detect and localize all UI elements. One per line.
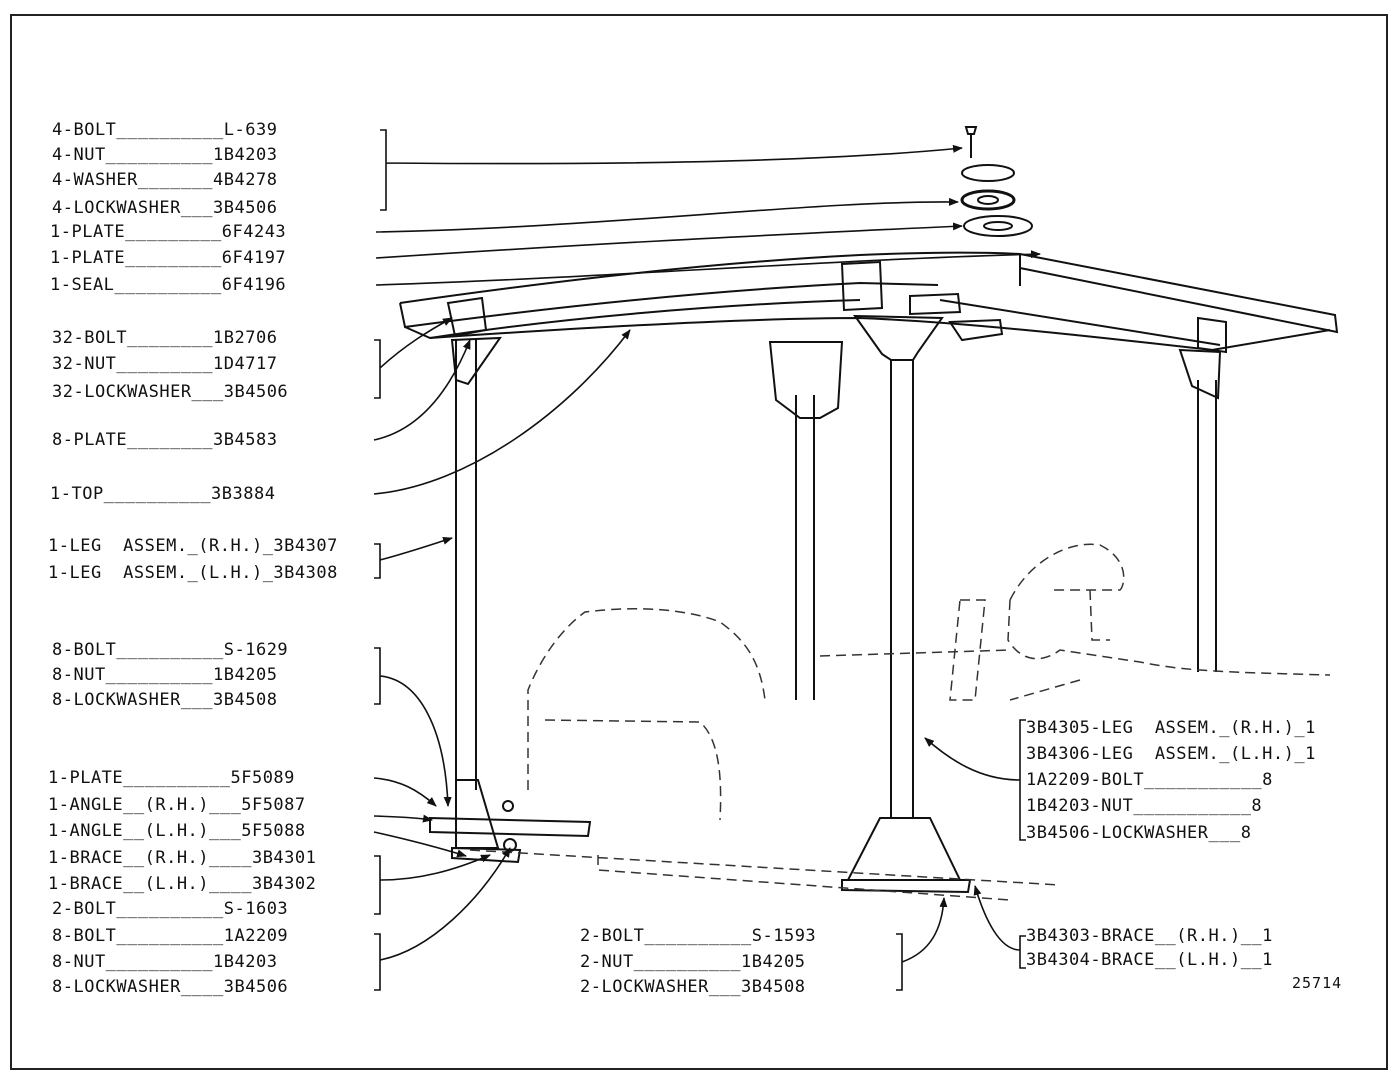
part-label: 8-LOCKWASHER___3B4508 [52,690,278,710]
part-label: 32-LOCKWASHER___3B4506 [52,382,289,402]
part-label: 1-TOP__________3B3884 [50,484,276,504]
part-label: 32-BOLT________1B2706 [52,328,278,348]
leader-plate-1 [375,197,959,233]
leader-lines [373,129,1041,991]
part-label: 8-LOCKWASHER____3B4506 [52,977,289,997]
leader-plate-2 [375,222,963,259]
part-label: 2-NUT__________1B4205 [580,952,806,972]
part-label: 4-NUT__________1B4203 [52,145,278,165]
leader-base-plate [373,777,437,807]
washer-part [961,164,1015,182]
figure-number: 25714 [1292,974,1343,992]
part-label: 1-BRACE__(R.H.)____3B4301 [48,848,317,868]
rear-leg-left [455,340,477,790]
leader-angle-lh [373,831,467,858]
rear-leg-right [1197,380,1217,672]
part-label: 1-PLATE_________6F4197 [50,248,287,268]
part-label: 4-BOLT__________L-639 [52,120,278,140]
leader-base-braces [374,855,490,915]
leader-roof-fasteners [374,318,452,399]
part-label: 4-LOCKWASHER___3B4506 [52,198,278,218]
part-label: 3B4506-LOCKWASHER___8 [1026,823,1252,843]
base-angle [455,779,500,849]
part-label: 8-BOLT__________S-1629 [52,640,289,660]
leader-rear-legs [374,538,452,579]
part-label: 32-NUT_________1D4717 [52,354,278,374]
part-label: 1-LEG ASSEM._(L.H.)_3B4308 [48,563,338,583]
lockwasher-part [960,189,1016,211]
part-label: 2-BOLT__________S-1603 [52,899,289,919]
part-label: 4-WASHER_______4B4278 [52,170,278,190]
part-label: 3B4304-BRACE__(L.H.)__1 [1026,950,1273,970]
part-label: 8-PLATE________3B4583 [52,430,278,450]
leader-angle [373,814,433,823]
center-gusset-plate [840,260,884,312]
part-label: 1-BRACE__(L.H.)____3B4302 [48,874,317,894]
part-label: 1-SEAL__________6F4196 [50,275,287,295]
part-label: 1-PLATE_________6F4243 [50,222,287,242]
leader-top-fasteners [380,129,962,211]
leader-top [373,329,631,495]
part-label: 3B4305-LEG ASSEM._(R.H.)_1 [1026,718,1316,738]
operator-phantom-outline [469,543,1331,901]
part-label: 1-ANGLE__(R.H.)___5F5087 [48,795,306,815]
bolt-part [964,126,978,158]
part-label: 2-BOLT__________S-1593 [580,926,817,946]
plate-part [963,215,1033,237]
exploded-hardware [960,126,1033,237]
part-label: 1-PLATE__________5F5089 [48,768,295,788]
canopy-top [399,251,1339,354]
part-label: 1B4203-NUT___________8 [1026,796,1263,816]
front-leg-foot-gusset [846,817,962,881]
part-label: 8-NUT__________1B4205 [52,665,278,685]
rear-leg-center [795,395,815,700]
leader-front-brace-fasteners [896,898,944,991]
leader-seal [375,250,1041,286]
canopy-legs [429,314,1222,894]
part-label: 3B4303-BRACE__(R.H.)__1 [1026,926,1273,946]
front-leg [890,360,914,818]
leader-corner-plate [373,339,471,441]
leader-front-legs [925,719,1026,841]
leader-front-braces [975,886,1026,969]
part-label: 2-LOCKWASHER___3B4508 [580,977,806,997]
leader-base-fasteners [374,647,448,806]
leader-brace-fasteners [374,848,510,991]
drawing-frame [10,14,1388,1070]
part-label: 3B4306-LEG ASSEM._(L.H.)_1 [1026,744,1316,764]
part-label: 1-ANGLE__(L.H.)___5F5088 [48,821,306,841]
part-label: 8-NUT__________1B4203 [52,952,278,972]
corner-plate-right [1197,316,1227,354]
part-label: 1-LEG ASSEM._(R.H.)_3B4307 [48,536,338,556]
part-label: 8-BOLT__________1A2209 [52,926,289,946]
part-label: 1A2209-BOLT___________8 [1026,770,1273,790]
front-leg-top-gusset [853,314,944,361]
